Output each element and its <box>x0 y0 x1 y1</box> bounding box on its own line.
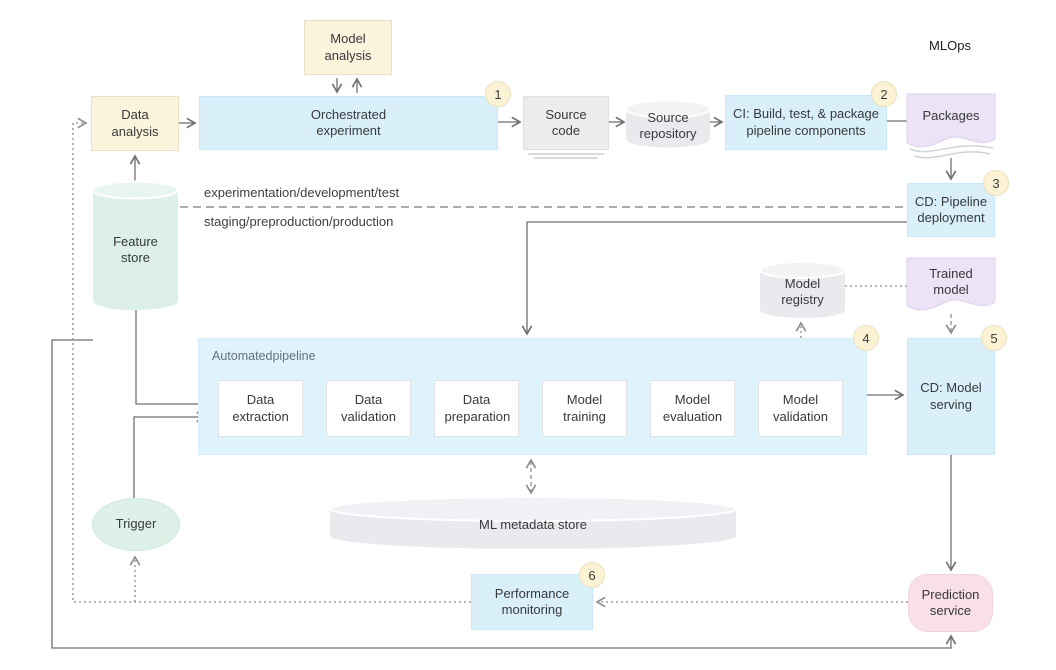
step-badge-2: 2 <box>871 81 897 107</box>
step-badge-4: 4 <box>853 325 879 351</box>
node-label: Model registry <box>781 275 824 307</box>
node-cd-model-serving: CD: Model serving <box>907 338 995 455</box>
node-label: Source repository <box>639 109 697 141</box>
trained-model-shape <box>906 257 996 311</box>
edge-feature-store-to-prediction-service <box>51 339 957 649</box>
node-label: ML metadata store <box>479 516 587 532</box>
node-data-analysis: Data analysis <box>91 96 179 151</box>
source-code-stack-lines <box>528 153 604 159</box>
feature-store-top <box>92 180 179 200</box>
pipeline-step-data-validation: Data validation <box>326 380 411 437</box>
node-label: Model evaluation <box>662 392 723 424</box>
node-orchestrated-experiment: Orchestrated experiment <box>199 96 498 150</box>
pipeline-step-data-extraction: Data extraction <box>218 380 303 437</box>
mlops-label: MLOps <box>929 38 971 53</box>
trained-model-label: Trained model <box>907 262 995 302</box>
node-label: Data analysis <box>111 107 159 139</box>
node-label: Trigger <box>115 516 157 532</box>
node-label: CD: Model serving <box>920 380 982 412</box>
model-registry-cylinder <box>759 261 846 318</box>
source-repository-cylinder <box>625 99 711 148</box>
node-label: Packages <box>922 107 980 123</box>
node-label: Data extraction <box>232 392 289 424</box>
node-performance-monitoring: Performance monitoring <box>471 574 593 630</box>
dashed-edges <box>525 314 957 495</box>
ml-metadata-store-label: ML metadata store <box>383 511 683 539</box>
node-source-code: Source code <box>523 96 609 150</box>
packages-sheet <box>906 93 996 148</box>
node-label: Trained model <box>929 265 973 297</box>
feature-store-body <box>93 190 178 311</box>
step-badge-5: 5 <box>981 325 1007 351</box>
feature-store-cylinder <box>92 180 179 311</box>
feature-store-label: Feature store <box>93 226 178 274</box>
node-label: Data validation <box>341 392 396 424</box>
node-model-analysis: Model analysis <box>304 20 392 75</box>
model-registry-top <box>759 261 846 279</box>
ml-metadata-store-top <box>329 496 737 522</box>
step-badge-6: 6 <box>579 562 605 588</box>
dotted-edges <box>72 117 908 608</box>
node-label: Prediction service <box>921 586 980 618</box>
node-cd-pipeline-deployment: CD: Pipeline deployment <box>907 183 995 237</box>
node-label: Feature store <box>113 233 158 265</box>
pipeline-step-data-preparation: Data preparation <box>434 380 519 437</box>
node-label: Performance monitoring <box>494 585 570 617</box>
node-trigger: Trigger <box>92 498 180 551</box>
packages-echo-1 <box>909 145 994 153</box>
env-label-experimentation: experimentation/development/test <box>204 185 400 200</box>
automated-pipeline-container <box>198 338 867 455</box>
node-label: Source code <box>545 106 587 138</box>
ml-metadata-store-cylinder <box>329 496 737 549</box>
node-label: Orchestrated experiment <box>310 106 387 138</box>
node-prediction-service: Prediction service <box>908 574 993 632</box>
node-label: CD: Pipeline deployment <box>914 193 988 225</box>
node-label: Model validation <box>773 392 828 424</box>
pipeline-step-model-training: Model training <box>542 380 627 437</box>
source-repository-body <box>626 109 710 148</box>
source-repository-label: Source repository <box>626 104 710 148</box>
packages-shape <box>906 93 996 159</box>
packages-echo-2 <box>913 151 991 159</box>
edge-feature-store-to-pipeline <box>135 301 215 410</box>
node-ci-build: CI: Build, test, & package pipeline comp… <box>725 95 887 150</box>
model-registry-label: Model registry <box>760 270 845 314</box>
model-registry-body <box>760 270 845 318</box>
automated-pipeline-label: Automatedpipeline <box>212 349 316 363</box>
pipeline-step-model-evaluation: Model evaluation <box>650 380 735 437</box>
source-repository-top <box>625 99 711 119</box>
packages-label: Packages <box>907 100 995 132</box>
edge-cd-pipeline-to-automated-pipeline <box>521 221 907 336</box>
node-label: Model training <box>563 392 606 424</box>
edge-trigger-to-pipeline <box>133 411 207 498</box>
node-label: CI: Build, test, & package pipeline comp… <box>733 106 879 138</box>
env-label-staging: staging/preproduction/production <box>204 214 394 229</box>
step-badge-1: 1 <box>485 81 511 107</box>
node-label: Data preparation <box>444 392 511 424</box>
node-label: Model analysis <box>324 31 372 63</box>
pipeline-step-model-validation: Model validation <box>758 380 843 437</box>
step-badge-3: 3 <box>983 170 1009 196</box>
